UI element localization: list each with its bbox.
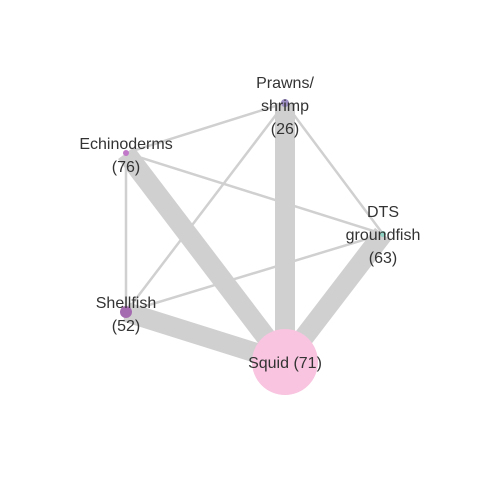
edge-prawns-echinoderms: [125, 101, 286, 155]
node-label-line: (63): [369, 250, 397, 267]
node-label-squid: Squid (71): [248, 355, 322, 372]
nodes-layer: [120, 99, 386, 395]
node-echinoderms: [123, 150, 129, 156]
edge-prawns-shellfish: [125, 102, 286, 313]
node-label-line: (26): [271, 121, 299, 138]
node-prawns: [281, 99, 289, 107]
node-label-line: DTS: [367, 204, 399, 221]
node-label-line: shrimp: [261, 98, 309, 115]
node-label-line: Shellfish: [96, 295, 156, 312]
node-label-echinoderms: Echinoderms (76): [79, 136, 172, 176]
labels-layer: Prawns/shrimp (26) Echinoderms (76) DTS groun…: [79, 75, 420, 372]
edge-echinoderms-dts: [125, 151, 384, 236]
node-shellfish: [120, 306, 132, 318]
edge-squid-echinoderms: [118, 146, 293, 369]
node-label-line: (76): [112, 159, 140, 176]
node-label-prawns: Prawns/shrimp (26): [256, 75, 314, 138]
node-label-shellfish: Shellfish (52): [96, 295, 156, 335]
node-label-line: Prawns/: [256, 75, 314, 92]
node-label-dts: DTS groundfish (63): [346, 204, 421, 267]
node-label-line: groundfish: [346, 227, 421, 244]
node-dts: [380, 231, 386, 237]
node-label-line: Echinoderms: [79, 136, 172, 153]
node-label-line: Squid (71): [248, 355, 322, 372]
edge-prawns-dts: [283, 102, 385, 235]
node-squid: [252, 329, 318, 395]
edge-shellfish-dts: [125, 232, 384, 314]
node-label-line: (52): [112, 318, 140, 335]
